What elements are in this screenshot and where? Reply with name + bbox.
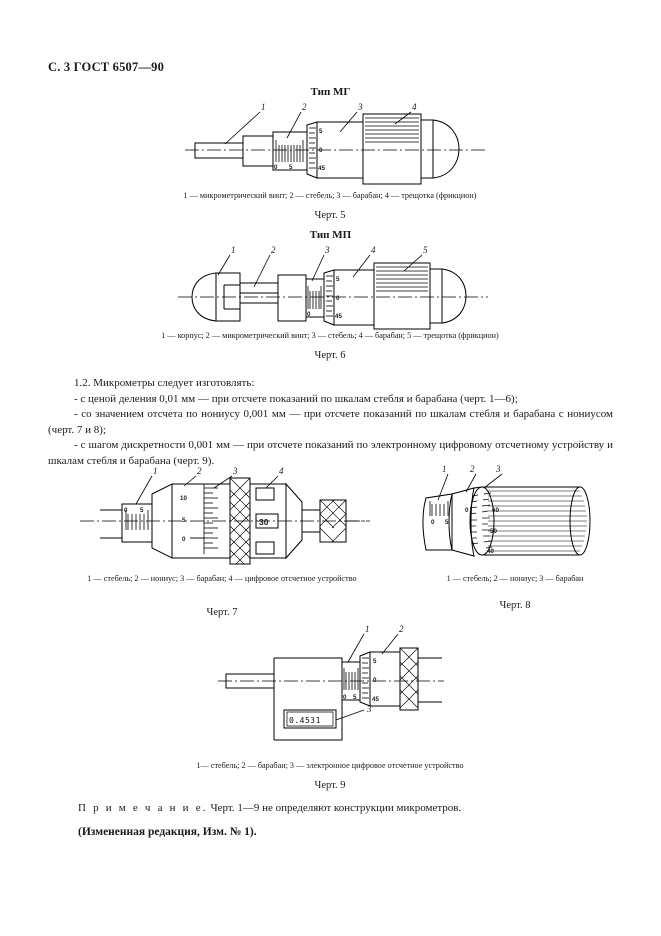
figure5-scale-5: 5 — [289, 164, 293, 171]
clause-item-3: - с шагом дискретности 0,001 мм — при от… — [48, 439, 613, 468]
figure5-drum-0: 0 — [319, 147, 323, 154]
figure8-scale-5: 5 — [445, 519, 449, 526]
page-header: С. 3 ГОСТ 6507—90 — [48, 60, 165, 74]
figure9-number: Черт. 9 — [314, 780, 346, 791]
figure7-drawing: 1 2 3 4 0 5 10 5 0 30 — [80, 462, 370, 567]
figure7-callout-3: 3 — [232, 466, 238, 476]
figure8-callout-2: 2 — [470, 464, 475, 474]
figure9-scale-5: 5 — [353, 694, 357, 701]
figure9-lcd-value: 0.4531 — [289, 716, 321, 725]
clause-item-1: - с ценой деления 0,01 мм — при отсчете … — [74, 392, 518, 405]
figure7-callout-2: 2 — [197, 466, 202, 476]
figure7-vernier-5: 5 — [182, 517, 186, 524]
figure9-scale-0: 0 — [343, 694, 347, 701]
note-line: П р и м е ч а н и е. Черт. 1—9 не опреде… — [78, 802, 461, 814]
figure8-ring-0: 0 — [465, 507, 469, 514]
figure5-callout-1: 1 — [261, 102, 266, 112]
figure9-drum-45: 45 — [372, 696, 379, 703]
figure7-counter-value: 30 — [259, 517, 269, 527]
figure6-caption: 1 — корпус; 2 — микрометрический винт; 3… — [161, 331, 499, 340]
figure7-vernier-10: 10 — [180, 495, 187, 502]
figure8-drawing: 1 2 3 0 5 0 60 50 40 — [408, 458, 634, 570]
figure6-drawing: 1 2 3 4 5 0 5 0 45 — [178, 245, 488, 333]
figure5-drum-5: 5 — [319, 128, 323, 135]
figure5-caption: 1 — микрометрический винт; 2 — стебель; … — [183, 191, 477, 200]
figure8-number: Черт. 8 — [499, 600, 531, 611]
figure5-drawing: 1 2 3 4 0 5 5 0 45 — [185, 100, 485, 190]
figure6-scale-0: 0 — [307, 311, 311, 318]
body-text-block: 1.2. Микрометры следует изготовлять: - с… — [48, 376, 613, 470]
figure9-drum-5: 5 — [373, 658, 377, 665]
figure5-scale-0: 0 — [274, 164, 278, 171]
note-text: Черт. 1—9 не определяют конструкции микр… — [207, 802, 462, 814]
figure7-callout-4: 4 — [279, 466, 284, 476]
figure5-callout-3: 3 — [357, 102, 363, 112]
figure8-callout-3: 3 — [495, 464, 501, 474]
figure6-callout-2: 2 — [271, 245, 276, 255]
figure7-scale-5: 5 — [140, 507, 144, 514]
figure9-callout-2: 2 — [399, 624, 404, 634]
figure7-number: Черт. 7 — [206, 607, 238, 618]
figure6-title: Тип МП — [309, 229, 352, 241]
figure8-scale-0: 0 — [431, 519, 435, 526]
figure6-drum-45: 45 — [335, 313, 342, 320]
clause-item-2: - со значением отсчета по нониусу 0,001 … — [48, 408, 613, 436]
figure7-callout-1: 1 — [153, 466, 158, 476]
figure7-caption: 1 — стебель; 2 — нониус; 3 — барабан; 4 … — [87, 574, 357, 583]
figure9-callout-1: 1 — [365, 624, 370, 634]
figure6-drum-5: 5 — [336, 276, 340, 283]
figure6-number: Черт. 6 — [314, 350, 346, 361]
figure7-vernier-0: 0 — [182, 536, 186, 543]
figure8-drum-60: 60 — [492, 507, 499, 514]
figure8-callout-1: 1 — [442, 464, 447, 474]
figure6-callout-1: 1 — [231, 245, 236, 255]
figure6-callout-4: 4 — [371, 245, 376, 255]
figure5-callout-2: 2 — [302, 102, 307, 112]
figure6-callout-5: 5 — [423, 245, 428, 255]
figure5-title: Тип МГ — [310, 86, 351, 98]
figure8-drum-40: 40 — [487, 548, 494, 555]
figure9-caption: 1— стебель; 2 — барабан; 3 — электронное… — [196, 761, 464, 770]
figure7-scale-0: 0 — [124, 507, 128, 514]
figure8-drum-50: 50 — [490, 528, 497, 535]
figure8-caption: 1 — стебель; 2 — нониус; 3 — барабан — [446, 574, 584, 583]
clause-intro: 1.2. Микрометры следует изготовлять: — [74, 377, 255, 389]
figure6-drum-0: 0 — [336, 295, 340, 302]
figure5-number: Черт. 5 — [314, 210, 346, 221]
figure9-callout-3: 3 — [366, 704, 372, 714]
figure5-drum-45: 45 — [318, 165, 325, 172]
revision-note: (Измененная редакция, Изм. № 1). — [78, 826, 257, 838]
figure5-callout-4: 4 — [412, 102, 417, 112]
figure6-callout-3: 3 — [324, 245, 330, 255]
figure9-drum-0: 0 — [373, 677, 377, 684]
note-label: П р и м е ч а н и е. — [78, 802, 208, 814]
figure9-drawing: 1 2 3 0 5 5 0 45 0.4531 — [218, 622, 444, 742]
